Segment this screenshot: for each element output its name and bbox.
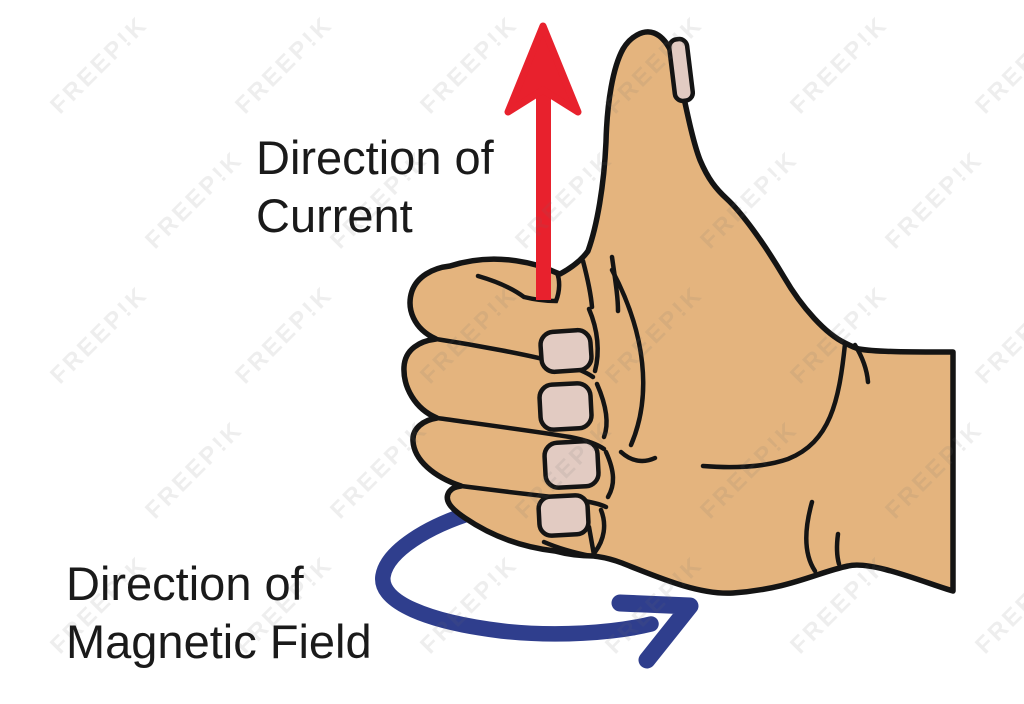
freepik-watermark: FREEP!K [230,281,338,389]
freepik-watermark: FREEP!K [325,416,433,524]
magnetic-field-direction-label: Direction of Magnetic Field [66,555,372,671]
current-label-line2: Current [256,189,413,242]
thumbnail [666,36,696,104]
current-arrow [504,22,582,300]
freepik-watermark: FREEP!K [970,11,1024,119]
hand-silhouette [401,29,956,596]
magnetic-label-line1: Direction of [66,557,304,610]
current-label-line1: Direction of [256,131,494,184]
freepik-watermark: FREEP!K [415,551,523,659]
current-direction-label: Direction of Current [256,129,494,245]
fingernails [536,36,696,538]
magnetic-label-line2: Magnetic Field [66,615,372,668]
magnetic-field-arrowhead-icon [611,594,699,669]
hand-fist-thumbs-up [401,29,956,596]
freepik-watermark: FREEP!K [880,146,988,254]
current-arrow-shaft [536,84,551,300]
freepik-watermark: FREEP!K [415,11,523,119]
fingernail-pinky [536,493,591,538]
freepik-watermark: FREEP!K [230,11,338,119]
hand-crease-lines [433,254,871,574]
freepik-watermark: FREEP!K [785,11,893,119]
freepik-watermark: FREEP!K [45,11,153,119]
fingernail-ring [542,439,601,490]
magnetic-field-arrow-arc [375,504,659,642]
current-arrowhead-icon [504,22,582,116]
fingernail-index [538,327,594,375]
freepik-watermark: FREEP!K [970,281,1024,389]
freepik-watermark: FREEP!K [45,281,153,389]
freepik-watermark: FREEP!K [970,551,1024,659]
freepik-watermark: FREEP!K [140,416,248,524]
fingernail-middle [537,381,594,432]
freepik-watermark: FREEP!K [140,146,248,254]
magnetic-field-arrow [375,504,699,669]
